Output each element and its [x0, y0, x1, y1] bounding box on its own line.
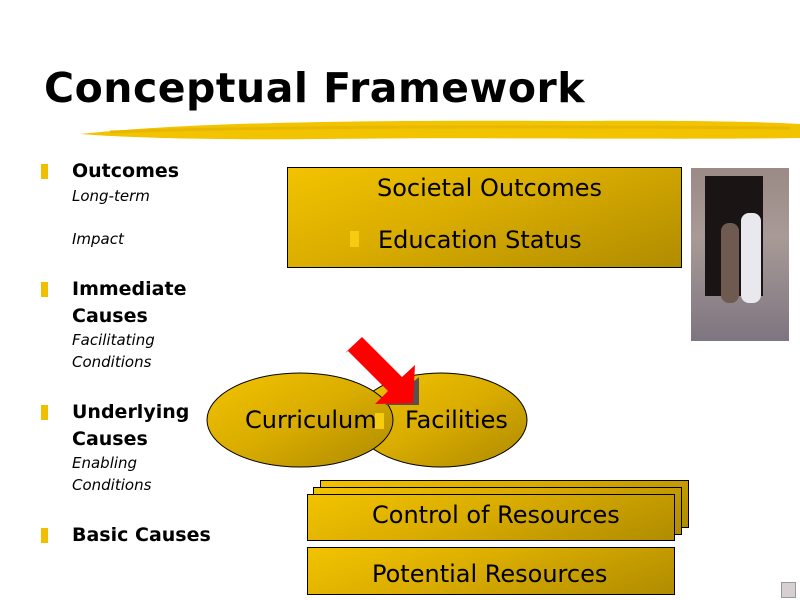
- list-sub: Conditions: [72, 476, 152, 494]
- box-label: Control of Resources: [372, 501, 620, 529]
- list-sub: Impact: [72, 230, 124, 248]
- bullet-icon: [350, 231, 359, 247]
- list-sub: Facilitating: [72, 331, 155, 349]
- list-sub: Conditions: [72, 353, 152, 371]
- box-bullet: Education Status: [378, 226, 582, 254]
- brush-stroke-decoration: [80, 120, 800, 140]
- slide-menu-button[interactable]: [781, 582, 796, 598]
- bullet-icon: [375, 413, 384, 429]
- list-heading: Causes: [72, 305, 148, 327]
- slide-title: Conceptual Framework: [44, 64, 586, 112]
- list-heading: Basic Causes: [72, 524, 211, 546]
- box-label: Potential Resources: [372, 560, 608, 588]
- control-of-resources-box: Control of Resources: [307, 494, 675, 541]
- list-heading: Immediate: [72, 278, 187, 300]
- list-sub: Long-term: [72, 187, 150, 205]
- ellipse-label: Facilities: [405, 406, 508, 434]
- ellipses-diagram: [206, 337, 528, 468]
- list-heading: Underlying: [72, 401, 190, 423]
- bullet-icon: [41, 282, 48, 297]
- figure: [741, 213, 761, 303]
- potential-resources-box: Potential Resources: [307, 547, 675, 595]
- bullet-icon: [41, 405, 48, 420]
- ellipse-label: Curriculum: [245, 406, 377, 434]
- bullet-icon: [41, 528, 48, 543]
- figure: [721, 223, 739, 303]
- list-heading: Causes: [72, 428, 148, 450]
- list-heading: Outcomes: [72, 160, 180, 182]
- photo-image: [691, 168, 789, 341]
- list-sub: Enabling: [72, 454, 138, 472]
- curriculum-ellipse: [206, 372, 394, 468]
- box-title: Societal Outcomes: [377, 174, 602, 202]
- societal-outcomes-box: Societal Outcomes Education Status: [287, 167, 682, 268]
- bullet-icon: [41, 164, 48, 179]
- red-arrow-icon: [345, 337, 415, 404]
